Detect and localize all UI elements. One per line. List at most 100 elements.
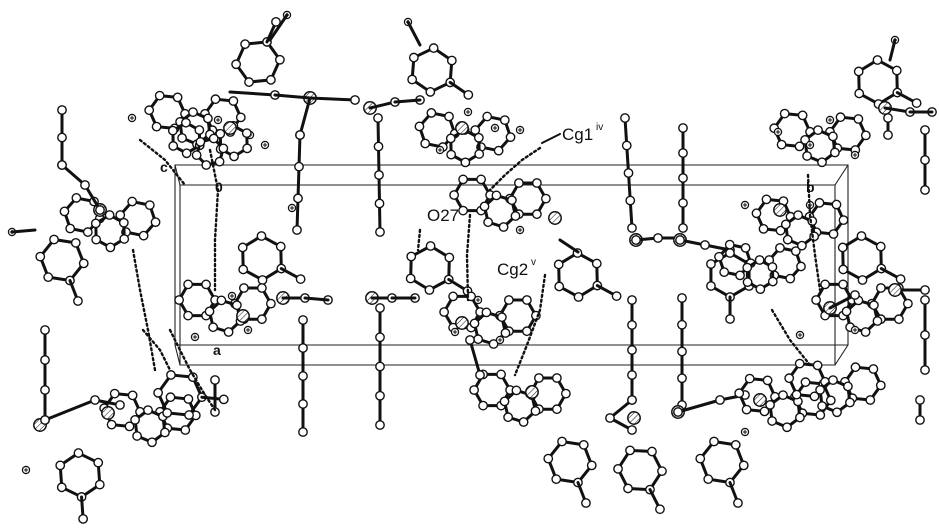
atom xyxy=(375,390,385,401)
atom xyxy=(40,415,50,425)
atom xyxy=(228,96,239,106)
atom xyxy=(860,130,871,141)
atom xyxy=(675,235,685,245)
atom xyxy=(541,193,551,204)
atom xyxy=(510,211,521,221)
bond xyxy=(60,163,87,187)
atom xyxy=(857,275,868,285)
atom xyxy=(915,415,925,425)
atom xyxy=(476,174,486,185)
atom xyxy=(95,205,105,215)
atom xyxy=(195,136,206,147)
atom xyxy=(218,143,229,154)
silicon-atom xyxy=(773,203,787,217)
atom xyxy=(734,388,745,399)
atom xyxy=(274,54,285,65)
atom xyxy=(802,151,812,161)
atom xyxy=(703,474,714,485)
atom xyxy=(627,370,637,380)
atom xyxy=(43,272,54,283)
atom xyxy=(779,108,790,119)
atom xyxy=(446,149,457,160)
cg1-label: Cg1 xyxy=(562,125,593,144)
atom xyxy=(240,39,251,50)
short-contact-line xyxy=(168,328,217,412)
atom xyxy=(811,295,821,305)
atom xyxy=(522,295,532,305)
atom xyxy=(830,147,840,158)
atom xyxy=(700,240,710,250)
atom xyxy=(627,425,637,435)
atom xyxy=(293,193,303,204)
atom xyxy=(817,401,827,411)
atom xyxy=(481,307,492,318)
atom xyxy=(115,400,125,410)
atom xyxy=(791,389,802,400)
silicon-atom xyxy=(455,121,469,135)
atom xyxy=(678,173,688,183)
hydrogen-atom xyxy=(515,225,525,235)
atom xyxy=(894,314,904,325)
atom xyxy=(678,123,688,133)
atom xyxy=(850,290,860,300)
atom xyxy=(838,279,848,290)
atom xyxy=(425,87,436,97)
atom xyxy=(73,296,83,306)
silicon-atom xyxy=(101,406,115,420)
atom xyxy=(744,373,755,384)
atom xyxy=(554,281,565,292)
hydrogen-atom xyxy=(740,427,750,437)
atom xyxy=(841,306,852,317)
atom xyxy=(181,117,191,128)
silicon-atom xyxy=(236,309,250,323)
atom xyxy=(465,335,475,345)
atom xyxy=(573,292,584,302)
atom xyxy=(144,105,155,116)
atom xyxy=(795,412,805,423)
atom xyxy=(534,373,544,383)
atom xyxy=(73,448,84,458)
atom xyxy=(860,327,871,337)
atom xyxy=(183,279,194,290)
atom xyxy=(800,377,811,388)
atom xyxy=(815,384,825,395)
atom xyxy=(374,198,385,209)
atom xyxy=(895,274,906,284)
atom xyxy=(856,231,867,241)
atom xyxy=(915,395,925,405)
atom xyxy=(184,410,194,420)
atom xyxy=(625,445,635,456)
atom xyxy=(491,190,502,201)
atom xyxy=(532,209,542,220)
hydrogen-atom xyxy=(435,145,445,155)
atom xyxy=(469,318,480,329)
atom xyxy=(414,121,425,132)
atom xyxy=(231,59,242,70)
atom xyxy=(903,298,913,309)
atom xyxy=(719,267,730,278)
atom xyxy=(265,74,276,85)
atom xyxy=(151,121,162,132)
atom xyxy=(298,315,308,325)
atom xyxy=(350,95,360,105)
atom xyxy=(725,248,735,258)
atom xyxy=(215,128,226,139)
atom xyxy=(406,251,417,262)
atom xyxy=(210,375,220,385)
atom xyxy=(191,150,202,161)
atom xyxy=(177,133,187,143)
atom xyxy=(831,199,842,210)
atom xyxy=(168,141,179,151)
atom xyxy=(706,281,716,291)
bond xyxy=(228,90,277,97)
atom xyxy=(235,112,246,123)
hydrogen-atom xyxy=(190,332,200,342)
atom xyxy=(755,284,766,295)
atom xyxy=(817,157,827,168)
bond xyxy=(558,238,580,254)
atom xyxy=(627,395,637,405)
atom xyxy=(375,303,385,313)
atom xyxy=(127,390,138,401)
